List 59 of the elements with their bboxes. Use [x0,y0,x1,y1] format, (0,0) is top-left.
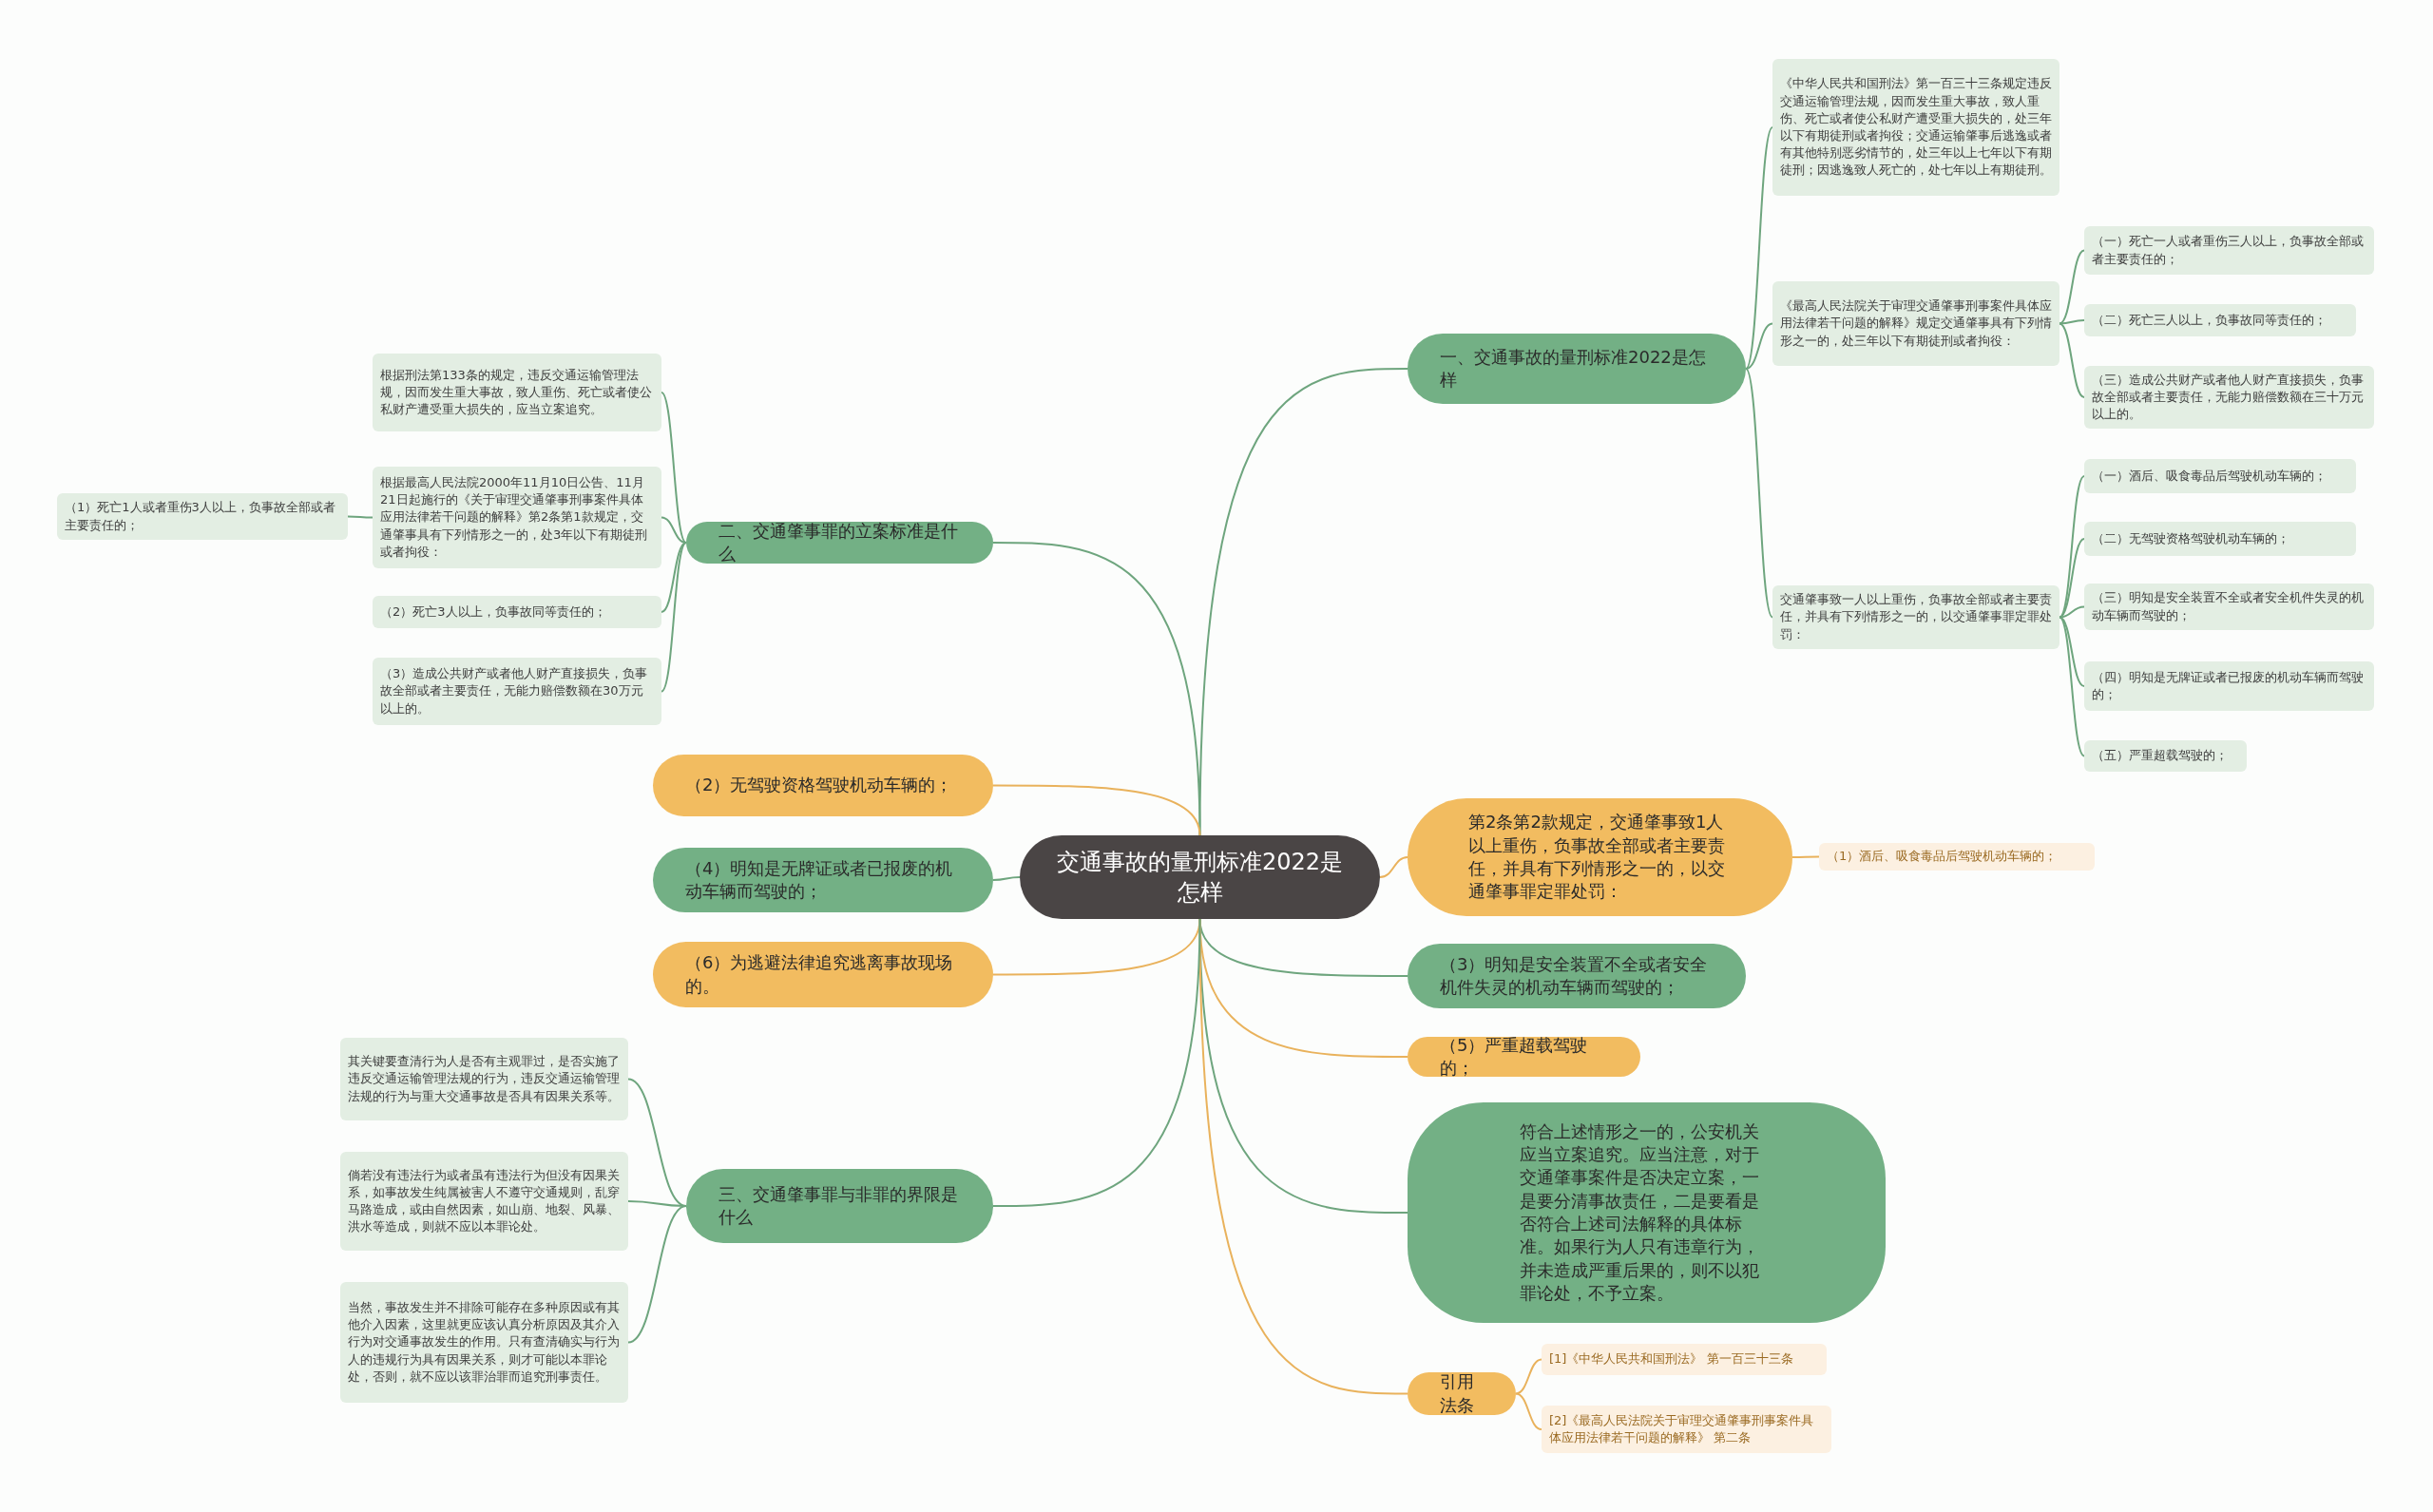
connector-line [2059,616,2085,757]
branch-topic: 第2条第2款规定，交通肇事致1人以上重伤，负事故全部或者主要责任，并具有下列情形之一的，以交通肇事罪定罪处罚： [1408,798,1792,916]
reference-card: （1）酒后、吸食毒品后驾驶机动车辆的； [1819,843,2095,871]
note-card: （五）严重超载驾驶的； [2084,740,2247,772]
connector-line [1515,1392,1542,1430]
branch-topic: 引用法条 [1408,1372,1516,1415]
branch-topic: （6）为逃避法律追究逃离事故现场的。 [653,942,993,1007]
connector-line [661,542,687,693]
note-card: （3）造成公共财产或者他人财产直接损失，负事故全部或者主要责任，无能力赔偿数额在30万元以上的。 [373,658,661,725]
note-card: 《最高人民法院关于审理交通肇事刑事案件具体应用法律若干问题的解释》规定交通肇事具有下列情形之一的，处三年以下有期徒刑或者拘役： [1772,281,2059,366]
note-card: 根据最高人民法院2000年11月10日公告、11月21日起施行的《关于审理交通肇事刑事案件具体应用法律若干问题的解释》第2条第1款规定，交通肇事具有下列情形之一的，处3年以下有期徒刑或者拘役： [373,467,661,568]
connector-line [1515,1358,1542,1395]
note-card: （四）明知是无牌证或者已报废的机动车辆而驾驶的； [2084,661,2374,711]
branch-topic: 符合上述情形之一的，公安机关应当立案追究。应当注意，对于交通肇事案件是否决定立案，一是要分清事故责任，二是要看是否符合上述司法解释的具体标准。如果行为人只有违章行为，并未造成严重后果的，则不以犯罪论处，不予立案。 [1408,1102,1886,1323]
connector-line [627,1205,687,1344]
note-card: 倘若没有违法行为或者虽有违法行为但没有因果关系，如事故发生纯属被害人不遵守交通规则，乱穿马路造成，或由自然因素，如山崩、地裂、风暴、洪水等造成，则就不应以本罪论处。 [340,1152,628,1251]
branch-topic: （2）无驾驶资格驾驶机动车辆的； [653,755,993,816]
branch-topic: （4）明知是无牌证或者已报废的机动车辆而驾驶的； [653,848,993,912]
note-card: （二）死亡三人以上，负事故同等责任的； [2084,304,2356,336]
connector-line [992,876,1021,881]
branch-topic: （3）明知是安全装置不全或者安全机件失灵的机动车辆而驾驶的； [1408,944,1746,1008]
reference-card: [1]《中华人民共和国刑法》 第一百三十三条 [1542,1344,1827,1375]
connector-line [2059,538,2085,619]
connector-line [661,542,687,613]
note-card: （一）死亡一人或者重伤三人以上，负事故全部或者主要责任的； [2084,226,2374,275]
connector-line [2059,616,2085,687]
reference-card: [2]《最高人民法院关于审理交通肇事刑事案件具体应用法律若干问题的解释》 第二条 [1542,1406,1831,1453]
connector-line [992,784,1201,836]
connector-line [2059,249,2085,325]
note-card: 当然，事故发生并不排除可能存在多种原因或有其他介入因素，这里就更应该认真分析原因及其介入行为对交通事故发生的作用。只有查清确实与行为人的违规行为具有因果关系，则才可能以本罪论处，否则，就不应以该罪治罪而追究刑事责任。 [340,1282,628,1403]
connector-line [992,918,1201,1207]
connector-line [347,515,374,519]
connector-line [661,516,687,544]
branch-topic: （5）严重超载驾驶的； [1408,1037,1640,1077]
connector-line [661,392,687,544]
connector-line [1198,918,1408,1395]
connector-line [1791,855,1820,858]
branch-topic: 二、交通肇事罪的立案标准是什么 [686,522,993,564]
connector-line [1745,368,1773,619]
connector-line [2059,475,2085,619]
central-topic: 交通事故的量刑标准2022是怎样 [1020,835,1380,919]
note-card: 交通肇事致一人以上重伤，负事故全部或者主要责任，并具有下列情形之一的，以交通肇事罪定罪处罚： [1772,585,2059,649]
note-card: （三）造成公共财产或者他人财产直接损失，负事故全部或者主要责任，无能力赔偿数额在三十万元以上的。 [2084,366,2374,429]
note-card: （二）无驾驶资格驾驶机动车辆的； [2084,522,2356,556]
connector-line [2059,319,2085,325]
note-card: （一）酒后、吸食毒品后驾驶机动车辆的； [2084,459,2356,493]
note-card: （三）明知是安全装置不全或者安全机件失灵的机动车辆而驾驶的； [2084,584,2374,630]
connector-line [1745,126,1773,370]
note-card: 其关键要查清行为人是否有主观罪过，是否实施了违反交通运输管理法规的行为，违反交通运输管理法规的行为与重大交通事故是否具有因果关系等。 [340,1038,628,1120]
note-card: 根据刑法第133条的规定，违反交通运输管理法规，因而发生重大事故，致人重伤、死亡或者使公私财产遭受重大损失的，应当立案追究。 [373,354,661,431]
note-card: （2）死亡3人以上，负事故同等责任的； [373,596,661,628]
branch-topic: 三、交通肇事罪与非罪的界限是什么 [686,1169,993,1243]
connector-line [1379,856,1408,878]
note-card: （1）死亡1人或者重伤3人以上，负事故全部或者主要责任的； [57,493,348,540]
branch-topic: 一、交通事故的量刑标准2022是怎样 [1408,334,1746,404]
connector-line [1745,322,1773,370]
connector-line [2059,605,2085,619]
connector-line [2059,322,2085,398]
note-card: 《中华人民共和国刑法》第一百三十三条规定违反交通运输管理法规，因而发生重大事故，致人重伤、死亡或者使公私财产遭受重大损失的，处三年以下有期徒刑或者拘役；交通运输肇事后逃逸或者有其他特别恶劣情节的，处三年以上七年以下有期徒刑；因逃逸致人死亡的，处七年以上有期徒刑。 [1772,59,2059,196]
